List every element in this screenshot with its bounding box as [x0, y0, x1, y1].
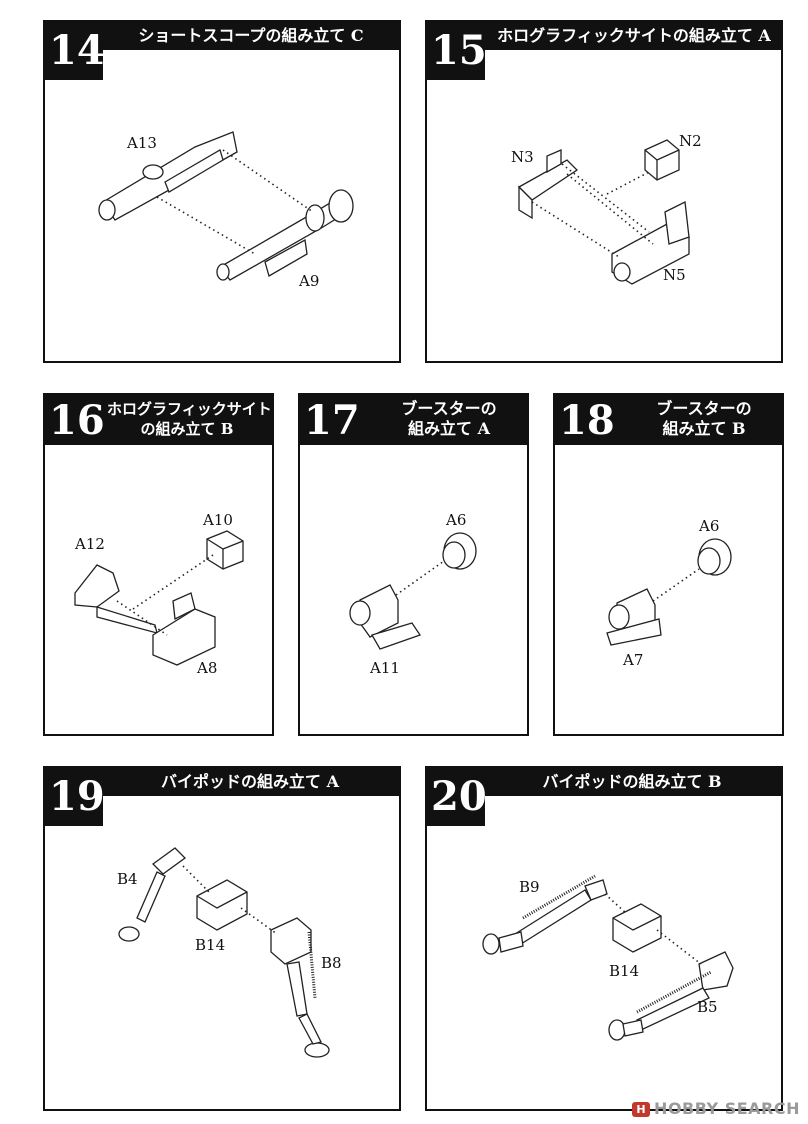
- watermark-text: HOBBY SEARCH: [654, 1099, 800, 1118]
- step-20-header: [427, 768, 781, 796]
- step-18-part-a6: A6: [699, 517, 720, 535]
- bipod-part-b14-b: [612, 903, 662, 953]
- step-20-part-b9: B9: [519, 878, 540, 896]
- step-16-part-a12: A12: [75, 535, 105, 553]
- step-14-header: [45, 22, 399, 50]
- step-17-part-a11: A11: [370, 659, 400, 677]
- step-18-title-line1: ブースターの: [656, 399, 752, 418]
- step-17-panel: 17 ブースターの 組み立て A A6 A11: [298, 393, 529, 736]
- holo-part-a8: [152, 592, 216, 666]
- step-19-number: 19: [49, 773, 105, 820]
- step-14-part-a13: A13: [127, 134, 157, 152]
- step-18-illustration: [606, 538, 732, 646]
- step-17-part-a6: A6: [446, 511, 467, 529]
- bipod-part-b8: [270, 917, 330, 1058]
- step-16-title-line2: の組み立て B: [140, 420, 234, 438]
- booster-part-a7: [606, 588, 662, 646]
- step-17-title-line1: ブースターの: [401, 399, 497, 418]
- bipod-part-b5: [608, 951, 734, 1041]
- step-16-panel: 16 ホログラフィックサイト の組み立て B A10 A12 A8: [43, 393, 274, 736]
- bipod-part-b9: [482, 874, 608, 955]
- step-20-number: 20: [431, 773, 487, 820]
- step-15-illustration: [517, 139, 690, 285]
- step-16-number: 16: [49, 397, 105, 444]
- step-15-part-n3: N3: [511, 148, 534, 166]
- step-19-title: バイポッドの組み立て A: [161, 772, 339, 791]
- step-14-panel: 14 ショートスコープの組み立て C A13 A9: [43, 20, 401, 363]
- step-16-illustration: [74, 530, 244, 666]
- step-15-part-n5: N5: [663, 266, 686, 284]
- step-15-header: [427, 22, 781, 50]
- step-19-illustration: [118, 847, 330, 1058]
- step-20-panel: 20 バイポッドの組み立て B B9 B14 B5: [425, 766, 783, 1111]
- step-15-title: ホログラフィックサイトの組み立て A: [497, 26, 771, 45]
- step-14-number: 14: [49, 27, 105, 74]
- step-18-number: 18: [559, 397, 615, 444]
- step-14-title: ショートスコープの組み立て C: [138, 26, 364, 45]
- step-17-header: [300, 395, 527, 445]
- scope-part-a9: [216, 189, 354, 281]
- step-15-number-box: [427, 22, 485, 80]
- step-16-part-a10: A10: [203, 511, 233, 529]
- step-19-header: [45, 768, 399, 796]
- step-17-title-line2: 組み立て A: [408, 419, 490, 438]
- step-16-title-line1: ホログラフィックサイト: [107, 400, 272, 418]
- step-18-part-a7: A7: [623, 651, 644, 669]
- step-15-part-n2: N2: [679, 132, 702, 150]
- step-18-panel: 18 ブースターの 組み立て B A6 A7: [553, 393, 784, 736]
- step-20-part-b14: B14: [609, 962, 640, 980]
- bipod-part-b4: [118, 847, 186, 942]
- bipod-part-b14: [196, 879, 248, 931]
- step-20-part-b5: B5: [697, 998, 718, 1016]
- holo-part-n2: [644, 139, 680, 181]
- booster-part-a11: [349, 584, 422, 650]
- holo-part-n3: [517, 149, 579, 220]
- watermark-badge: H: [632, 1102, 651, 1117]
- step-15-number: 15: [431, 27, 487, 74]
- step-16-part-a8: A8: [197, 659, 218, 677]
- step-19-part-b8: B8: [321, 954, 342, 972]
- step-19-part-b4: B4: [117, 870, 138, 888]
- holo-part-a12: [74, 564, 158, 634]
- step-18-header: [555, 395, 782, 445]
- booster-part-a6-b: [697, 538, 732, 576]
- scope-part-a13: [98, 131, 238, 221]
- step-20-title: バイポッドの組み立て B: [542, 772, 722, 791]
- step-19-number-box: [45, 768, 103, 826]
- holo-part-n5: [611, 201, 690, 285]
- step-17-illustration: [349, 532, 477, 650]
- step-14-illustration: [98, 131, 354, 281]
- step-15-panel: 15 ホログラフィックサイトの組み立て A N3 N2 N5: [425, 20, 783, 363]
- step-14-part-a9: A9: [299, 272, 320, 290]
- step-14-number-box: [45, 22, 103, 80]
- step-19-part-b14: B14: [195, 936, 226, 954]
- booster-part-a6: [442, 532, 477, 570]
- step-20-illustration: [482, 874, 734, 1041]
- holo-part-a10: [206, 530, 244, 570]
- step-19-panel: 19 バイポッドの組み立て A B4 B14 B8: [43, 766, 401, 1111]
- step-17-number: 17: [304, 397, 360, 444]
- step-18-title-line2: 組み立て B: [662, 419, 746, 438]
- step-16-header: [45, 395, 272, 445]
- step-20-number-box: [427, 768, 485, 826]
